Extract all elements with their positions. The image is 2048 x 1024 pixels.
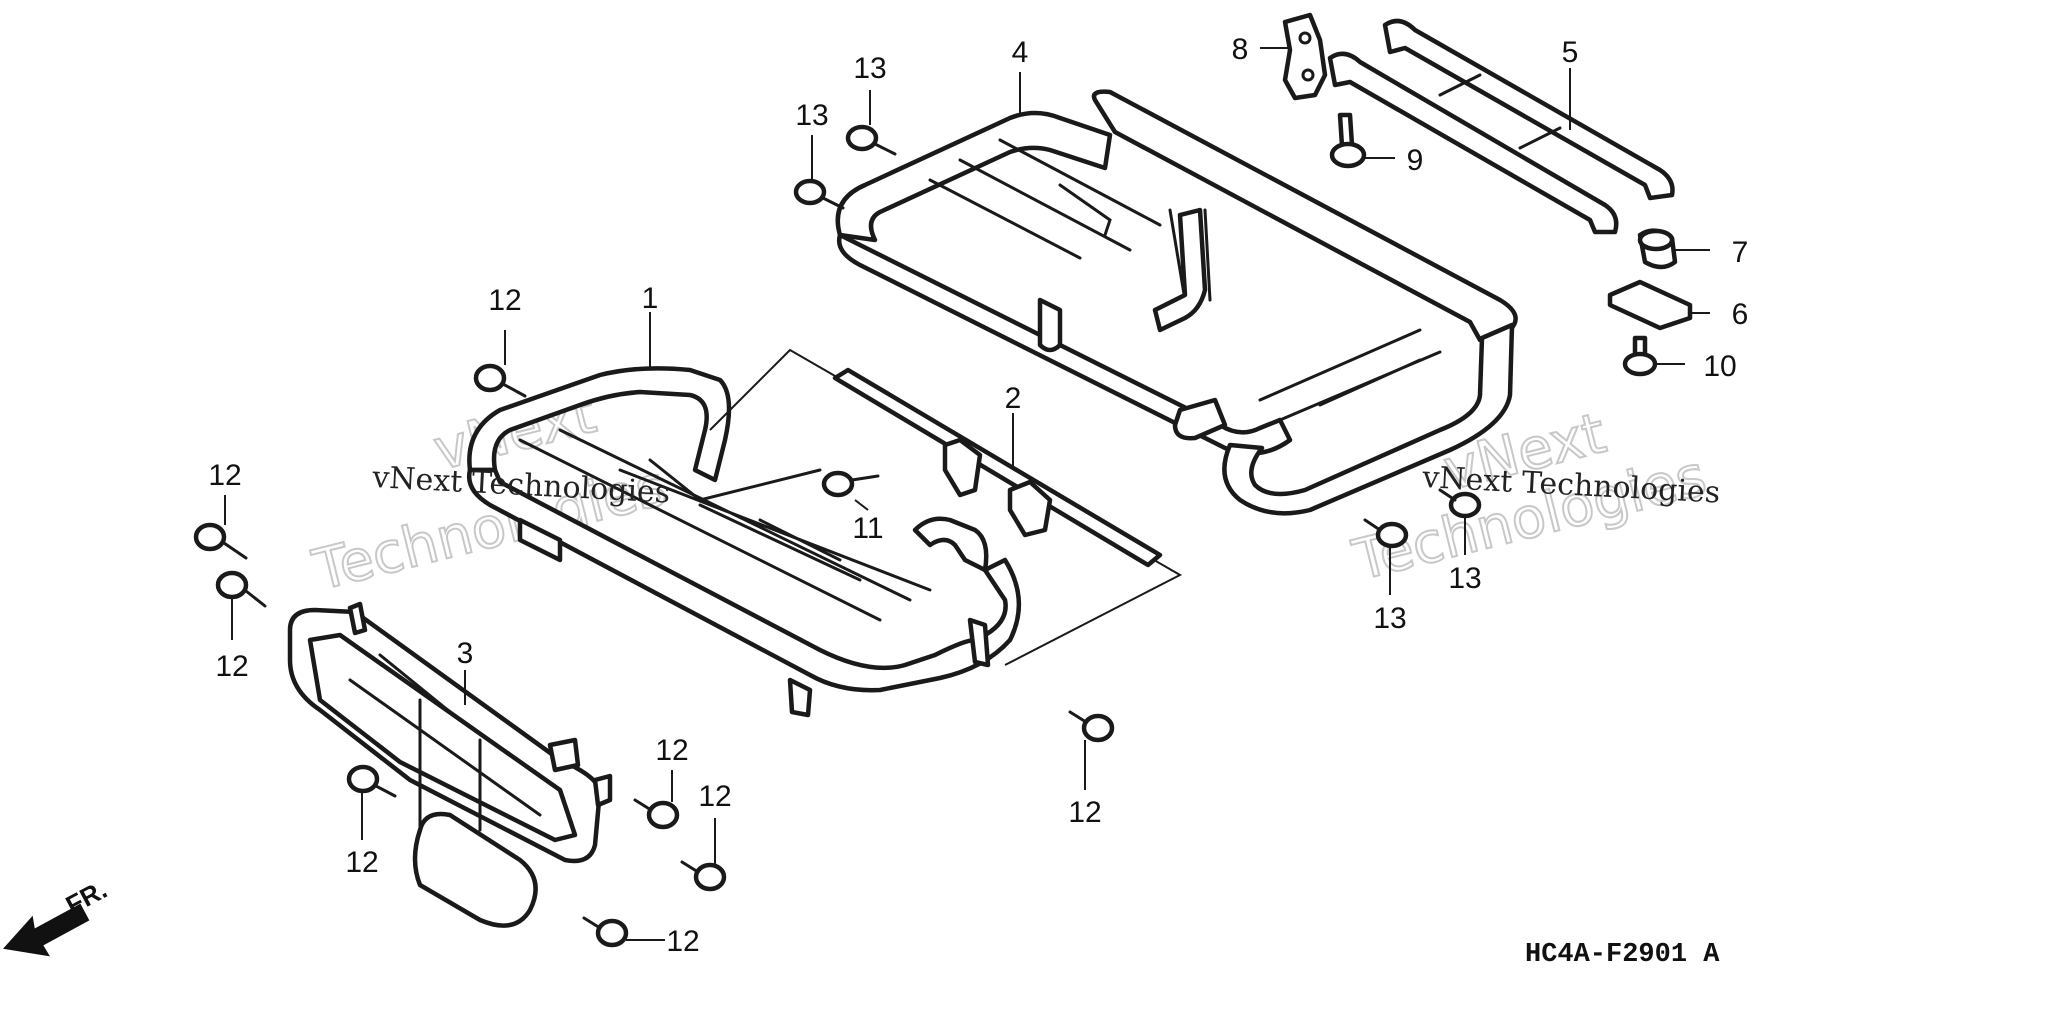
rear-carrier-part-4 — [835, 89, 1518, 516]
collar-part-7 — [1637, 228, 1678, 270]
callout-12-bottom-right: 12 — [698, 780, 731, 813]
callout-12-top: 12 — [488, 284, 521, 317]
bolt-part-9 — [1329, 112, 1367, 169]
callout-4: 4 — [1012, 36, 1029, 69]
callout-8: 8 — [1232, 33, 1249, 66]
shaft-part-2 — [832, 367, 1163, 568]
callout-12-bottom-left: 12 — [345, 846, 378, 879]
callout-12-left-lower: 12 — [215, 650, 248, 683]
callout-13-right-upper: 13 — [1448, 562, 1481, 595]
bolt-part-10 — [1622, 335, 1658, 377]
callout-12-left-upper: 12 — [208, 459, 241, 492]
fastener-bolts — [193, 124, 1482, 948]
callout-13-top: 13 — [853, 52, 886, 85]
plate-part-6 — [1607, 279, 1693, 331]
callout-12-right: 12 — [1068, 796, 1101, 829]
front-guard-part-3 — [287, 601, 613, 928]
callout-13-right-lower: 13 — [1373, 602, 1406, 635]
carrier-stay-part-5 — [1327, 18, 1675, 235]
callout-12-bottom-center: 12 — [655, 734, 688, 767]
callout-12-bottom: 12 — [666, 925, 699, 958]
front-arrow-icon — [3, 903, 90, 957]
callout-13-upper-left: 13 — [795, 99, 828, 132]
leader-lines — [224, 47, 1710, 941]
callout-7: 7 — [1732, 236, 1749, 269]
front-carrier-part-1 — [466, 348, 1183, 718]
callouts: 1 2 3 4 5 6 7 8 9 10 11 12 12 12 12 12 1… — [208, 33, 1748, 958]
callout-9: 9 — [1407, 144, 1424, 177]
callout-3: 3 — [457, 637, 474, 670]
callout-1: 1 — [642, 282, 659, 315]
callout-10: 10 — [1703, 350, 1736, 383]
front-direction-indicator: FR. — [3, 874, 112, 957]
callout-11: 11 — [852, 512, 883, 545]
callout-2: 2 — [1005, 382, 1022, 415]
bolt-part-11 — [821, 470, 880, 498]
drawing-code: HC4A-F2901 A — [1525, 940, 1720, 970]
callout-5: 5 — [1562, 36, 1579, 69]
bracket-part-8 — [1282, 12, 1328, 101]
callout-6: 6 — [1732, 298, 1749, 331]
